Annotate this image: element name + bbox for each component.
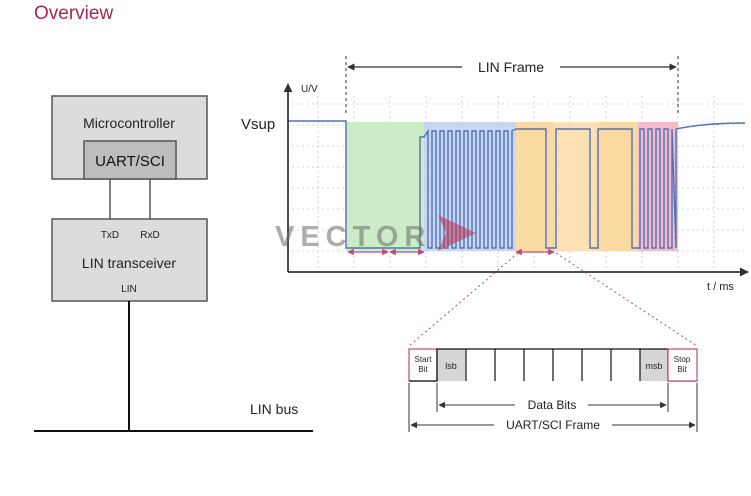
rxd-label: RxD bbox=[140, 230, 159, 241]
stop-bit-label-2: Bit bbox=[677, 365, 687, 374]
lin-transceiver-label: LIN transceiver bbox=[82, 255, 176, 271]
start-bit-label-2: Bit bbox=[418, 365, 428, 374]
x-axis-label: t / ms bbox=[707, 281, 734, 293]
msb-box bbox=[640, 349, 668, 381]
zoom-line-left bbox=[408, 252, 519, 347]
txd-label: TxD bbox=[101, 230, 119, 241]
start-bit-label-1: Start bbox=[415, 355, 433, 364]
msb-label: msb bbox=[645, 361, 662, 371]
zoom-line-right bbox=[555, 252, 698, 347]
page-title: Overview bbox=[34, 3, 114, 24]
data-region-2 bbox=[554, 122, 596, 251]
y-axis-label: U/V bbox=[301, 84, 318, 95]
lsb-box bbox=[437, 349, 465, 381]
signal-waveform bbox=[288, 120, 746, 249]
start-bit-box bbox=[408, 348, 438, 382]
lin-transceiver-box bbox=[51, 218, 208, 302]
lin-bus-label: LIN bus bbox=[250, 401, 298, 417]
uart-sci-label: UART/SCI bbox=[95, 153, 165, 170]
microcontroller-label: Microcontroller bbox=[83, 115, 175, 131]
signal-plot: U/V t / ms Vsup LIN Frame VECTOR bbox=[241, 56, 749, 293]
data-bits-label: Data Bits bbox=[528, 398, 577, 412]
block-diagram: Microcontroller UART/SCI TxD RxD LIN tra… bbox=[34, 95, 313, 432]
lsb-label: lsb bbox=[445, 361, 457, 371]
data-region-3 bbox=[596, 122, 638, 251]
sync-break-region bbox=[346, 122, 424, 251]
stop-bit-label-1: Stop bbox=[674, 355, 691, 364]
uart-sci-box bbox=[83, 140, 177, 180]
uart-frame-detail: Start Bit lsb msb Stop Bit Data Bits UAR… bbox=[408, 348, 698, 432]
vector-watermark: VECTOR bbox=[275, 215, 476, 253]
lin-frame-label: LIN Frame bbox=[478, 59, 544, 75]
data-region-1 bbox=[516, 122, 554, 251]
watermark-chevron-icon bbox=[438, 215, 476, 251]
stop-bit-box bbox=[667, 348, 698, 382]
bit-dividers bbox=[465, 349, 641, 381]
uart-frame-label: UART/SCI Frame bbox=[506, 418, 600, 432]
watermark-text: VECTOR bbox=[275, 221, 431, 253]
vsup-label: Vsup bbox=[241, 116, 275, 133]
lin-pin-label: LIN bbox=[121, 284, 137, 295]
